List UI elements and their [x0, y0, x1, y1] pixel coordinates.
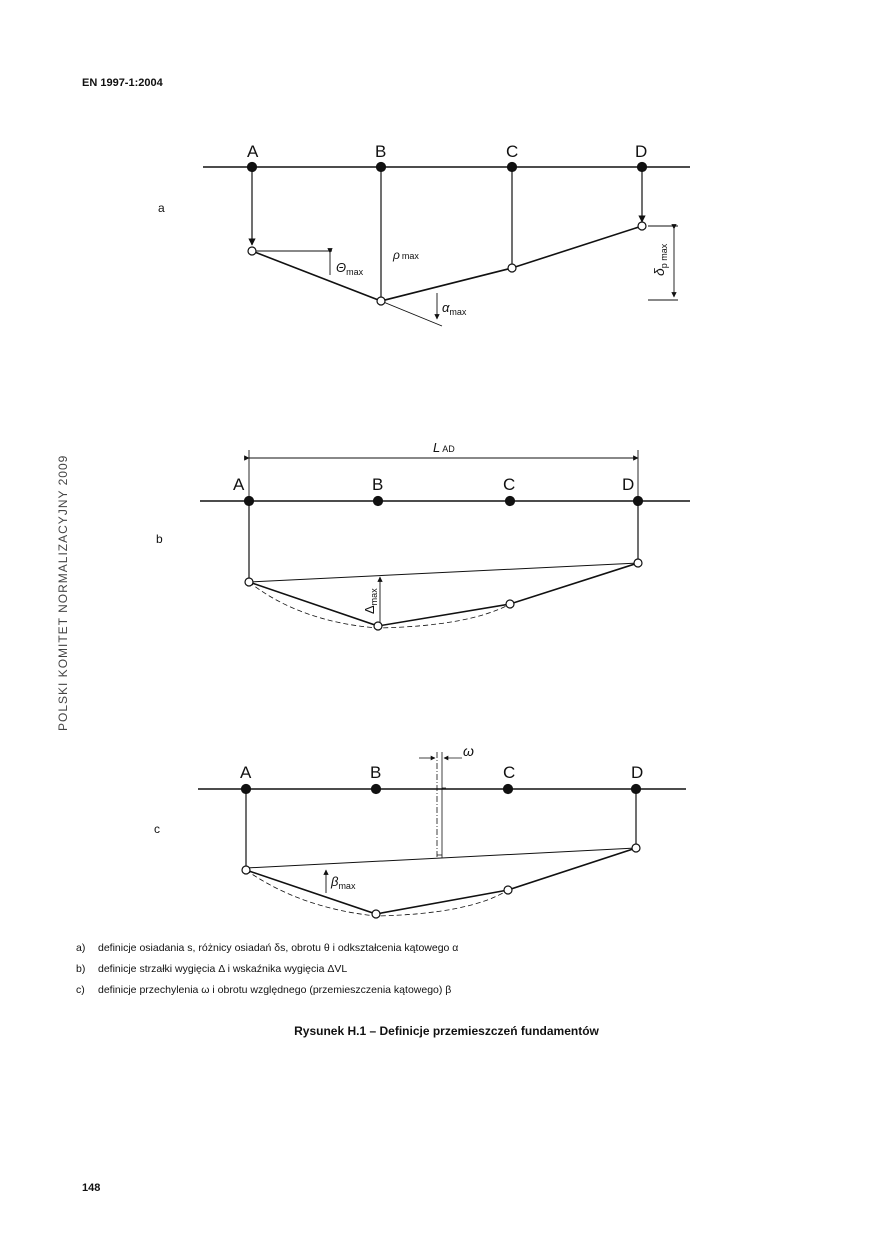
caption-key: a) [76, 942, 86, 954]
diagram-a-point-b: B [375, 142, 386, 161]
omega-symbol: ω [463, 743, 474, 759]
theta-subscript: max [346, 267, 364, 277]
svg-text:Δmax: Δmax [362, 588, 379, 614]
diagram-c-point-d: D [631, 763, 643, 782]
diagram-b-point-a: A [233, 475, 245, 494]
diagram-a-label: a [158, 201, 165, 215]
diagram-a-point-a: A [247, 142, 259, 161]
diagram-c-point-c: C [503, 763, 515, 782]
length-subscript: AD [442, 444, 455, 454]
diagram-b-point-b: B [372, 475, 383, 494]
caption-key: b) [76, 963, 86, 975]
deflection-symbol: Δ [362, 605, 377, 614]
diagram-b-point-c: C [503, 475, 515, 494]
deflection-subscript: max [369, 588, 379, 606]
alpha-subscript: max [449, 307, 467, 317]
page-number: 148 [82, 1182, 101, 1194]
diagram-c: c A B C D ω βmax [154, 743, 686, 919]
diagram-b-label: b [156, 532, 163, 546]
theta-symbol: Θ [336, 260, 346, 275]
figure-title: Rysunek H.1 – Definicje przemieszczeń fu… [294, 1024, 599, 1038]
diagram-a-point-d: D [635, 142, 647, 161]
diagram-c-label: c [154, 822, 160, 836]
delta-symbol: δ [651, 268, 667, 276]
diagram-c-point-a: A [240, 763, 252, 782]
caption-text: definicje przechylenia ω i obrotu względ… [98, 984, 452, 996]
document-header: EN 1997-1:2004 [82, 77, 163, 89]
caption-list: a) definicje osiadania s, różnicy osiada… [76, 938, 458, 1001]
alpha-symbol: α [442, 300, 450, 315]
caption-key: c) [76, 984, 85, 996]
length-symbol: L [433, 440, 440, 455]
beta-subscript: max [338, 881, 356, 891]
diagram-c-point-b: B [370, 763, 381, 782]
beta-symbol: β [330, 874, 339, 889]
svg-text:Θmax: Θmax [336, 260, 364, 277]
diagram-a-point-c: C [506, 142, 518, 161]
svg-text:LAD: LAD [433, 440, 455, 455]
svg-text:βmax: βmax [330, 874, 356, 891]
svg-text:αmax: αmax [442, 300, 467, 317]
delta-subscript: p max [659, 243, 669, 268]
diagram-b-point-d: D [622, 475, 634, 494]
caption-text: definicje osiadania s, różnicy osiadań δ… [98, 942, 459, 954]
rho-subscript: max [402, 251, 420, 261]
caption-item: b) definicje strzałki wygięcia Δ i wskaź… [76, 959, 458, 980]
svg-text:δp max: δp max [651, 243, 669, 276]
caption-text: definicje strzałki wygięcia Δ i wskaźnik… [98, 963, 348, 975]
rho-symbol: ρ [392, 248, 400, 262]
caption-item: a) definicje osiadania s, różnicy osiada… [76, 938, 458, 959]
caption-item: c) definicje przechylenia ω i obrotu wzg… [76, 980, 458, 1001]
